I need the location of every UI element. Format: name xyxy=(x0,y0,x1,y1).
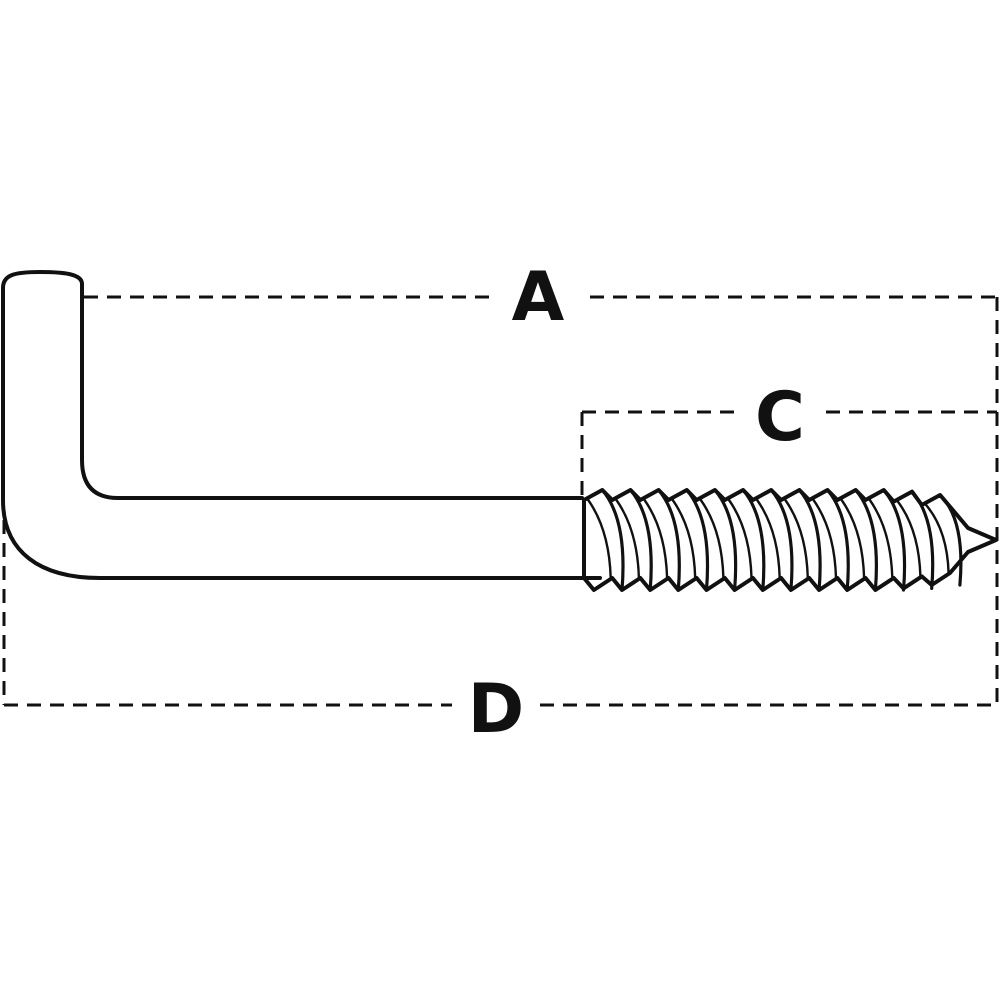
thread-crest xyxy=(741,488,766,592)
thread-root xyxy=(755,498,781,580)
thread-crest xyxy=(938,493,963,587)
hook-body-outline xyxy=(1,270,602,580)
thread-root xyxy=(699,498,725,580)
thread-root xyxy=(643,498,669,580)
dimension-d-label: D xyxy=(468,670,524,749)
thread-root xyxy=(784,498,809,580)
thread-crest xyxy=(600,488,625,592)
dimension-a-label: A xyxy=(512,258,565,337)
thread-crest xyxy=(882,488,907,592)
dimension-a xyxy=(84,295,999,705)
thread-crest xyxy=(769,488,794,592)
thread-root xyxy=(896,500,922,578)
thread-root xyxy=(587,498,612,580)
thread-root xyxy=(671,498,697,580)
thread-crest xyxy=(713,488,738,592)
thread-root xyxy=(812,498,838,580)
thread-crest xyxy=(657,488,681,592)
thread-root xyxy=(840,498,866,580)
dimension-c xyxy=(580,410,997,495)
dimension-c-label: C xyxy=(755,378,805,457)
thread-crest xyxy=(854,488,879,592)
thread-root xyxy=(924,503,950,575)
thread-root xyxy=(615,498,641,580)
thread-root xyxy=(727,498,753,580)
threaded-shank xyxy=(582,488,998,592)
thread-crest xyxy=(910,490,935,590)
dimension-d xyxy=(2,520,997,707)
thread-crest xyxy=(825,488,850,592)
thread-crest xyxy=(685,488,710,592)
thread-crest xyxy=(628,488,653,592)
thread-crest xyxy=(797,488,822,592)
thread-root xyxy=(868,498,894,580)
